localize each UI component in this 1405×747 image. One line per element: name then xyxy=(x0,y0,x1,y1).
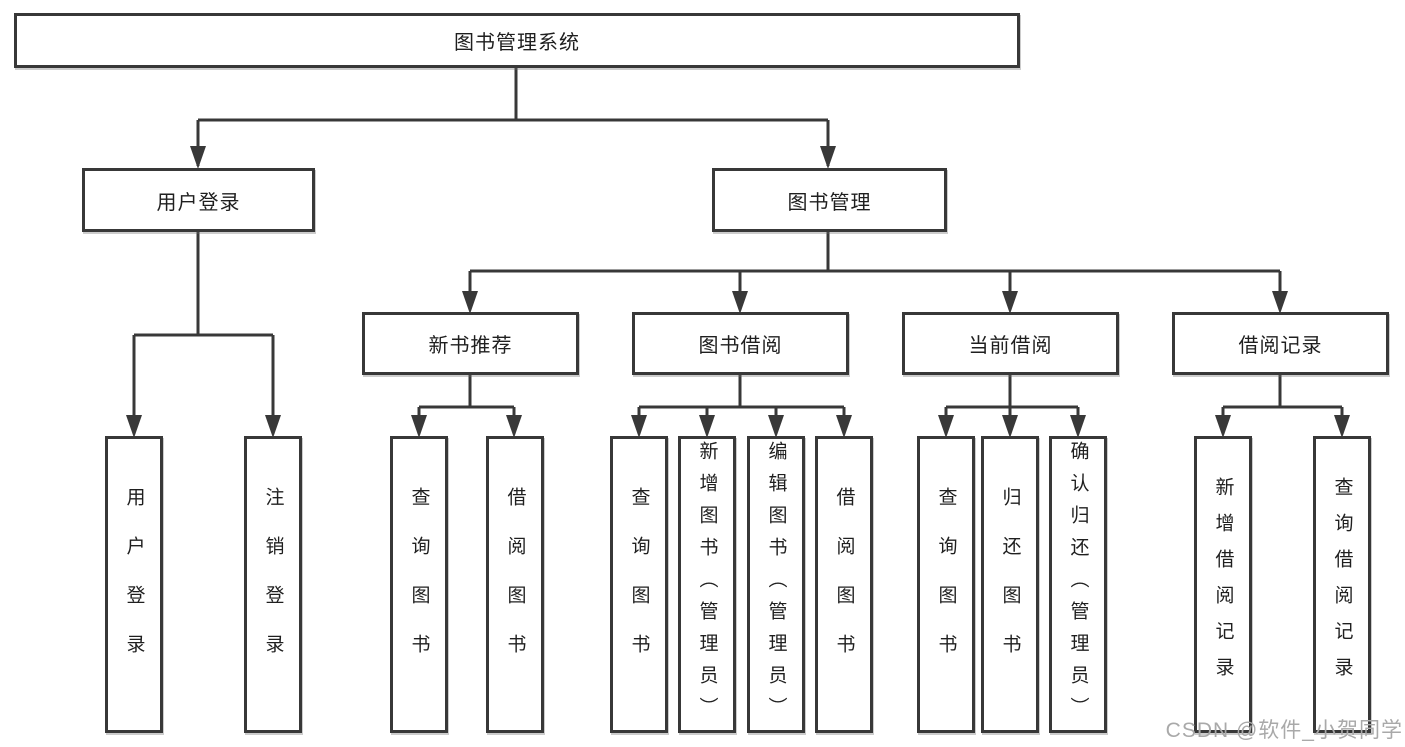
leaf-user-login: 用户登录 xyxy=(105,436,163,733)
arrow-icon xyxy=(631,415,647,438)
node-current-borrow: 当前借阅 xyxy=(902,312,1119,375)
leaf-edit-book-admin: 编辑图书（管理员） xyxy=(747,436,805,733)
csdn-watermark: CSDN @软件_小贺同学 xyxy=(1165,719,1403,742)
arrow-icon xyxy=(462,291,478,314)
arrow-icon xyxy=(768,415,784,438)
arrow-icon xyxy=(1334,415,1350,438)
arrow-icon xyxy=(126,415,142,438)
arrow-icon xyxy=(820,146,836,169)
arrow-icon xyxy=(1272,291,1288,314)
arrow-icon xyxy=(938,415,954,438)
node-user-login: 用户登录 xyxy=(82,168,315,232)
leaf-return-book: 归还图书 xyxy=(981,436,1039,733)
node-borrow-record: 借阅记录 xyxy=(1172,312,1389,375)
arrow-icon xyxy=(699,415,715,438)
arrow-icon xyxy=(836,415,852,438)
leaf-add-book-admin: 新增图书（管理员） xyxy=(678,436,736,733)
arrow-icon xyxy=(1070,415,1086,438)
arrow-icon xyxy=(265,415,281,438)
leaf-add-borrow-record: 新增借阅记录 xyxy=(1194,436,1252,733)
arrowheads xyxy=(126,146,1350,438)
leaf-recommend-borrow-book: 借阅图书 xyxy=(486,436,544,733)
leaf-borrow-book: 借阅图书 xyxy=(815,436,873,733)
arrow-icon xyxy=(1002,291,1018,314)
node-new-book-recommend: 新书推荐 xyxy=(362,312,579,375)
leaf-recommend-query-book: 查询图书 xyxy=(390,436,448,733)
arrow-icon xyxy=(1002,415,1018,438)
leaf-logout: 注销登录 xyxy=(244,436,302,733)
arrow-icon xyxy=(411,415,427,438)
node-root-library-system: 图书管理系统 xyxy=(14,13,1020,68)
arrow-icon xyxy=(190,146,206,169)
arrow-icon xyxy=(1215,415,1231,438)
arrow-icon xyxy=(732,291,748,314)
leaf-current-query-book: 查询图书 xyxy=(917,436,975,733)
leaf-query-borrow-record: 查询借阅记录 xyxy=(1313,436,1371,733)
leaf-borrow-query-book: 查询图书 xyxy=(610,436,668,733)
node-book-management: 图书管理 xyxy=(712,168,947,232)
arrow-icon xyxy=(506,415,522,438)
node-book-borrow: 图书借阅 xyxy=(632,312,849,375)
leaf-confirm-return-admin: 确认归还（管理员） xyxy=(1049,436,1107,733)
